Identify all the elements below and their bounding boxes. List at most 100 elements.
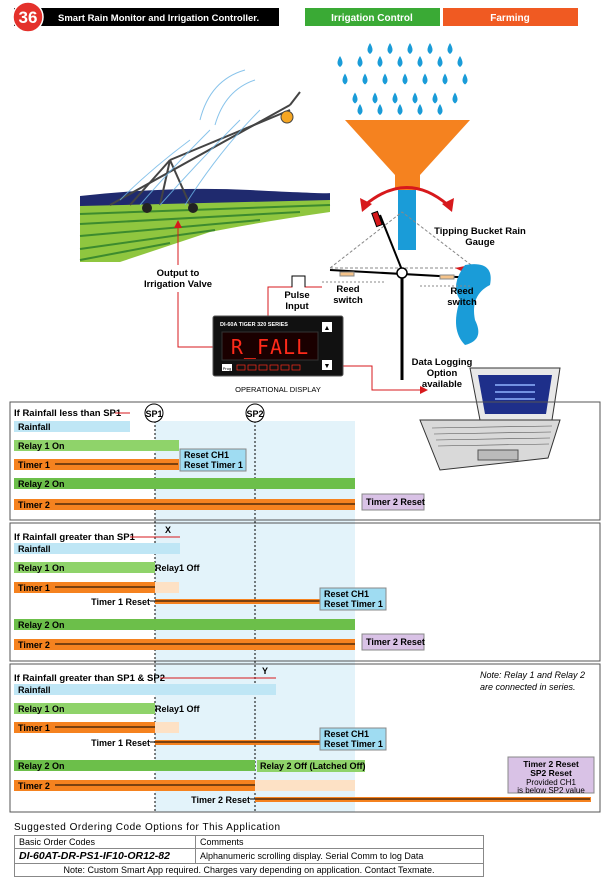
- p1-title: If Rainfall less than SP1: [14, 408, 122, 419]
- timer1-label-3: Timer 1: [18, 723, 50, 733]
- x-label: X: [165, 525, 171, 535]
- number-badge: [12, 1, 44, 33]
- timer1-ghost: [155, 582, 179, 593]
- rainfall-label: Rainfall: [18, 422, 51, 432]
- raindrop-icon: [367, 43, 373, 54]
- order-note: Note: Custom Smart App required. Charges…: [14, 863, 484, 877]
- timer1-reset-label: Timer 1 Reset: [91, 597, 150, 607]
- rainfall-bar: [14, 421, 130, 432]
- p2-title: If Rainfall greater than SP1: [14, 532, 136, 543]
- relay1-bar: [14, 440, 179, 451]
- reed-label-1b: switch: [333, 295, 363, 306]
- output-wire: [177, 292, 213, 348]
- water-stream: [398, 190, 416, 250]
- relay1-label-2: Relay 1 On: [18, 563, 65, 573]
- tab-irrigation-label: Irrigation Control: [331, 13, 413, 24]
- raindrop-icon: [352, 92, 358, 104]
- timer2-reset-box: [361, 493, 425, 511]
- sp2-reset-box: [507, 756, 595, 794]
- svg-text:▼: ▼: [324, 363, 331, 370]
- raindrop-icon: [442, 73, 448, 85]
- wheel-icon: [188, 203, 198, 213]
- sp1-label: SP1: [145, 409, 162, 419]
- prog-key: [222, 364, 232, 371]
- reed-label-2: Reed: [450, 286, 473, 297]
- pivot-irrigator: [109, 91, 301, 206]
- order-table: Basic Order Codes Comments DI-60AT-DR-PS…: [14, 835, 484, 877]
- timer1-label: Timer 1: [18, 460, 50, 470]
- raindrop-icon: [422, 73, 428, 85]
- down-key-icon: [322, 360, 332, 370]
- funnel: [345, 120, 470, 190]
- panel-3: [9, 663, 601, 813]
- raindrop-icon: [457, 56, 463, 67]
- tipping-bucket: [322, 210, 491, 380]
- led-indicators: [236, 364, 301, 371]
- tab-farming-label: Farming: [490, 13, 529, 24]
- timer2-reset-label: Timer 2 Reset: [366, 497, 425, 507]
- svg-text:▲: ▲: [324, 325, 331, 332]
- timer2-label: Timer 2: [18, 500, 50, 510]
- order-comment: Alphanumeric scrolling display. Serial C…: [195, 848, 484, 864]
- raindrop-icon: [397, 56, 403, 67]
- page-title: Smart Rain Monitor and Irrigation Contro…: [58, 13, 259, 24]
- tab-farming: [443, 8, 578, 26]
- timer1-reset-label-3: Timer 1 Reset: [91, 738, 150, 748]
- sp2-marker: [245, 403, 265, 423]
- reset-ch1-2: Reset CH1: [324, 589, 369, 599]
- y-label: Y: [262, 666, 268, 676]
- raindrop-icon: [382, 73, 388, 85]
- raindrop-icon: [437, 104, 443, 115]
- logging-label: Data Logging: [412, 357, 473, 368]
- field-illustration: [79, 69, 331, 262]
- reed-label-2b: switch: [447, 297, 477, 308]
- reset-box-3: [319, 727, 387, 751]
- relay1-bar-3: [14, 703, 155, 714]
- water-splash: [456, 264, 491, 345]
- raindrop-icon: [377, 104, 383, 115]
- relay2-latched-label: Relay 2 Off (Latched Off): [260, 761, 366, 771]
- raindrop-icon: [357, 104, 363, 115]
- timer2-label-2: Timer 2: [18, 640, 50, 650]
- relay2-bar-3: [14, 760, 255, 771]
- relay1-label-3: Relay 1 On: [18, 704, 65, 714]
- timer1-label-2: Timer 1: [18, 583, 50, 593]
- pulse-label: Pulse: [284, 290, 309, 301]
- table-row: Note: Custom Smart App required. Charges…: [14, 863, 484, 877]
- raindrop-icon: [397, 104, 403, 115]
- output-label-2: Irrigation Valve: [144, 279, 212, 290]
- arrow-head-right: [442, 198, 454, 212]
- header: 36 Smart Rain Monitor and Irrigation Con…: [12, 1, 578, 33]
- reset-box-2: [319, 587, 387, 611]
- gauge-label: Tipping Bucket Rain: [434, 226, 526, 237]
- timer2-label-3: Timer 2: [18, 781, 50, 791]
- timer2-reset-box-2: [361, 633, 425, 651]
- sp2-box-line1: Timer 2 Reset: [523, 759, 579, 769]
- table-row: Basic Order Codes Comments: [14, 835, 484, 849]
- pulse-label-2: Input: [285, 301, 309, 312]
- panel-2: [9, 522, 601, 662]
- order-code: DI-60AT-DR-PS1-IF10-OR12-82: [14, 848, 196, 864]
- timer2-ghost: [255, 780, 355, 791]
- raindrop-icon: [377, 56, 383, 67]
- raindrop-icon: [462, 73, 468, 85]
- sp2-box-line3: Provided CH1: [526, 778, 576, 787]
- meter-display: R_FALL: [231, 335, 309, 359]
- raindrop-icon: [372, 92, 378, 104]
- sp2-box-line4: is below SP2 value: [517, 786, 585, 795]
- raindrop-icon: [387, 43, 393, 54]
- raindrop-icon: [427, 43, 433, 54]
- relay2-latched-box: [257, 760, 365, 772]
- relay1-off-label: Relay1 Off: [155, 563, 201, 573]
- order-section: Suggested Ordering Code Options for This…: [14, 822, 484, 877]
- timer1-ghost-3: [155, 722, 179, 733]
- raindrop-icon: [452, 92, 458, 104]
- raindrop-icon: [447, 43, 453, 54]
- rainfall-bar-2: [14, 543, 180, 554]
- raindrop-icon: [412, 92, 418, 104]
- raindrop-icon: [402, 73, 408, 85]
- op-display-label: OPERATIONAL DISPLAY: [235, 385, 321, 394]
- laptop-icon: [419, 367, 561, 471]
- raindrops: [337, 43, 468, 115]
- col-code-header: Basic Order Codes: [14, 835, 196, 849]
